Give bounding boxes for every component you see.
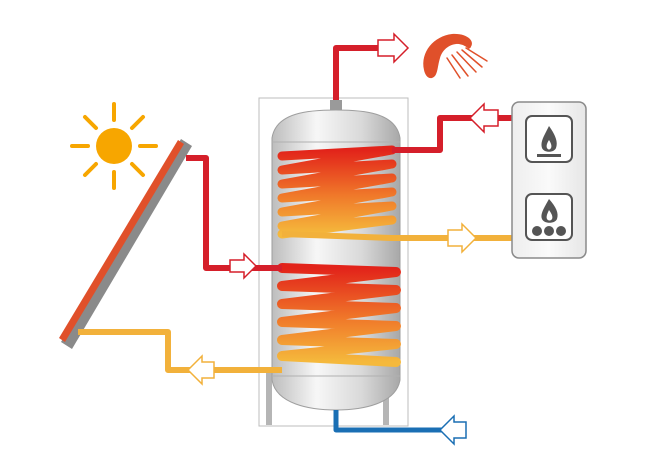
solar-flow-pipe xyxy=(186,155,282,280)
solar-collector xyxy=(59,139,192,349)
shower-icon xyxy=(423,33,488,79)
hot-water-out-pipe xyxy=(333,32,410,100)
solar-return-pipe xyxy=(78,329,282,386)
boiler-return-pipe xyxy=(281,222,512,254)
cold-water-in-arrow xyxy=(438,414,467,446)
solar-flow-arrow xyxy=(229,252,258,280)
lower-heating-coil xyxy=(277,263,401,367)
upper-heating-coil xyxy=(277,145,397,239)
boiler-flow-arrow xyxy=(468,102,499,134)
solid-fuel-fire-icon xyxy=(525,193,573,241)
boiler-unit xyxy=(511,101,587,259)
boiler-return-arrow xyxy=(447,222,478,254)
sun-icon xyxy=(70,102,158,190)
hot-water-out-arrow xyxy=(377,32,410,64)
cold-water-in-pipe xyxy=(333,410,467,446)
gas-flame-icon xyxy=(525,115,573,163)
tank-outlet-nozzle xyxy=(330,100,342,110)
solar-return-arrow xyxy=(186,354,215,386)
boiler-flow-pipe xyxy=(392,102,512,153)
